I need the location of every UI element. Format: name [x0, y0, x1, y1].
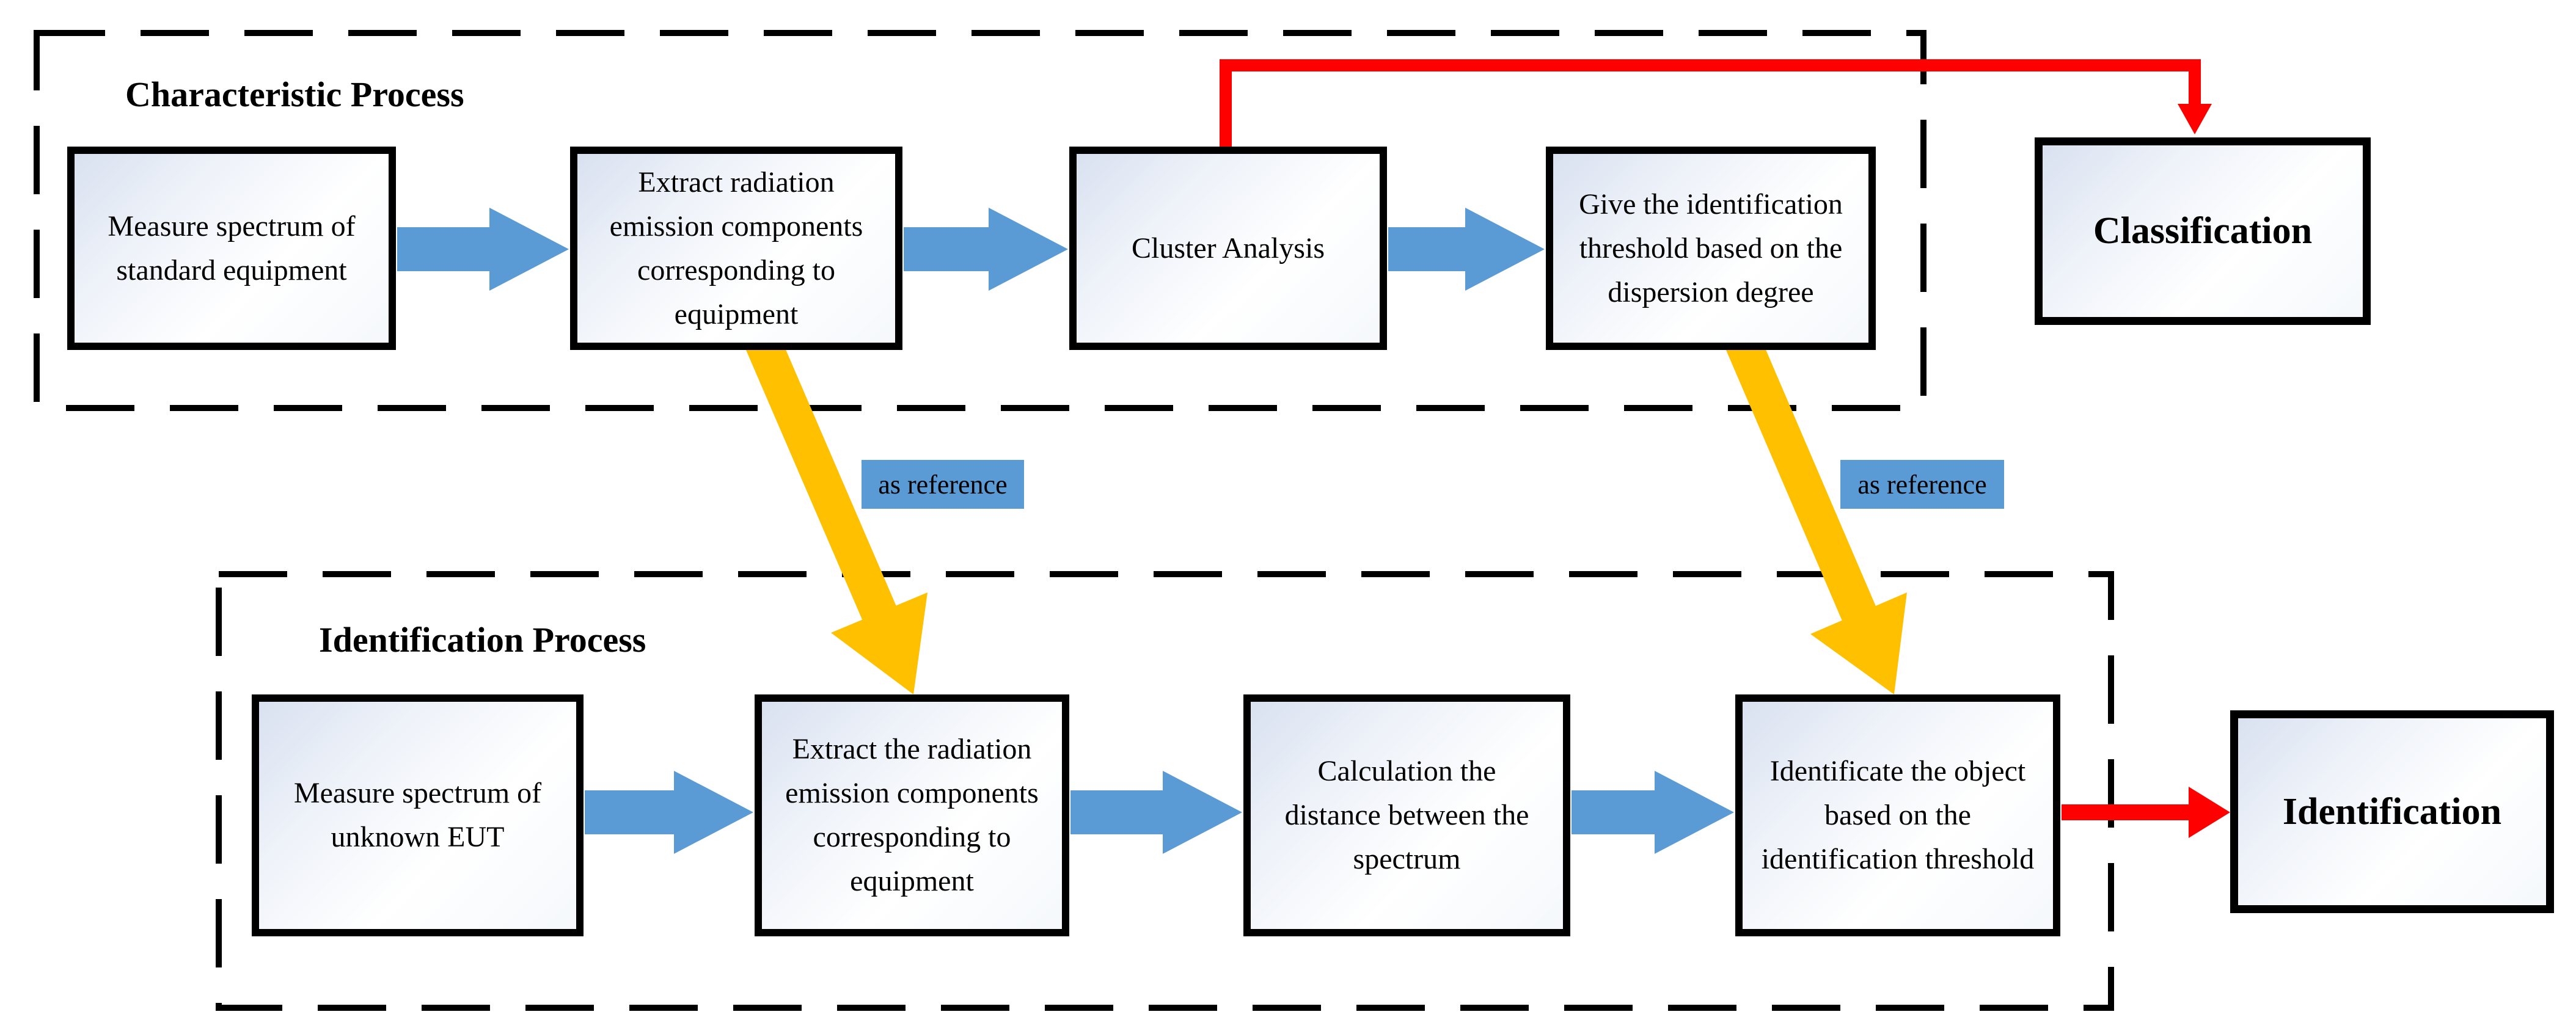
red-elbow-connector [1220, 59, 2201, 147]
step-text: Cluster Analysis [1131, 231, 1325, 264]
step-measure-unknown-eut: Measure spectrum of unknown EUT [252, 694, 584, 936]
step-text: Measure spectrum of standard equipment [108, 209, 356, 286]
identification-process-dashed-border [216, 571, 2114, 1011]
yellow-reference-arrowhead-icon [1810, 592, 1907, 694]
step-extract-radiation-components: Extract radiation emission components co… [570, 147, 902, 350]
yellow-reference-arrowhead-icon [831, 592, 928, 694]
step-text: Extract radiation emission components co… [609, 166, 863, 330]
yellow-reference-arrow-shaft [745, 335, 901, 632]
step-text: Measure spectrum of unknown EUT [293, 777, 542, 853]
characteristic-process-title: Characteristic Process [125, 75, 464, 114]
flow-arrow-icon [904, 208, 1068, 291]
red-arrowhead-icon [2178, 104, 2212, 134]
step-extract-the-radiation-components: Extract the radiation emission component… [755, 694, 1069, 936]
step-identificate-object: Identificate the object based on the ide… [1735, 694, 2060, 936]
flow-arrow-icon [1388, 208, 1545, 291]
flow-arrow-icon [585, 771, 753, 854]
as-reference-label: as reference [1840, 460, 2004, 509]
result-text: Identification [2282, 790, 2502, 832]
result-classification-box: Classification [2035, 137, 2371, 325]
result-identification-box: Identification [2230, 710, 2554, 913]
as-reference-label: as reference [862, 460, 1024, 509]
characteristic-process-dashed-border [34, 30, 1927, 411]
as-reference-text: as reference [1857, 469, 1987, 500]
step-text: Give the identification threshold based … [1579, 188, 1843, 308]
result-text: Classification [2093, 210, 2313, 252]
step-cluster-analysis: Cluster Analysis [1069, 147, 1387, 350]
flow-arrow-icon [397, 208, 569, 291]
yellow-reference-arrow-shaft [1725, 335, 1881, 632]
flow-arrow-icon [1572, 771, 1734, 854]
step-measure-standard-equipment: Measure spectrum of standard equipment [67, 147, 396, 350]
step-text: Extract the radiation emission component… [785, 733, 1039, 897]
as-reference-text: as reference [878, 469, 1008, 500]
step-text: Calculation the distance between the spe… [1284, 755, 1529, 875]
step-text: Identificate the object based on the ide… [1761, 755, 2035, 875]
step-give-identification-threshold: Give the identification threshold based … [1546, 147, 1876, 350]
step-calculation-distance: Calculation the distance between the spe… [1243, 694, 1570, 936]
flow-arrow-icon [1070, 771, 1242, 854]
identification-process-title: Identification Process [319, 620, 646, 660]
red-arrowhead-icon [2189, 787, 2230, 838]
